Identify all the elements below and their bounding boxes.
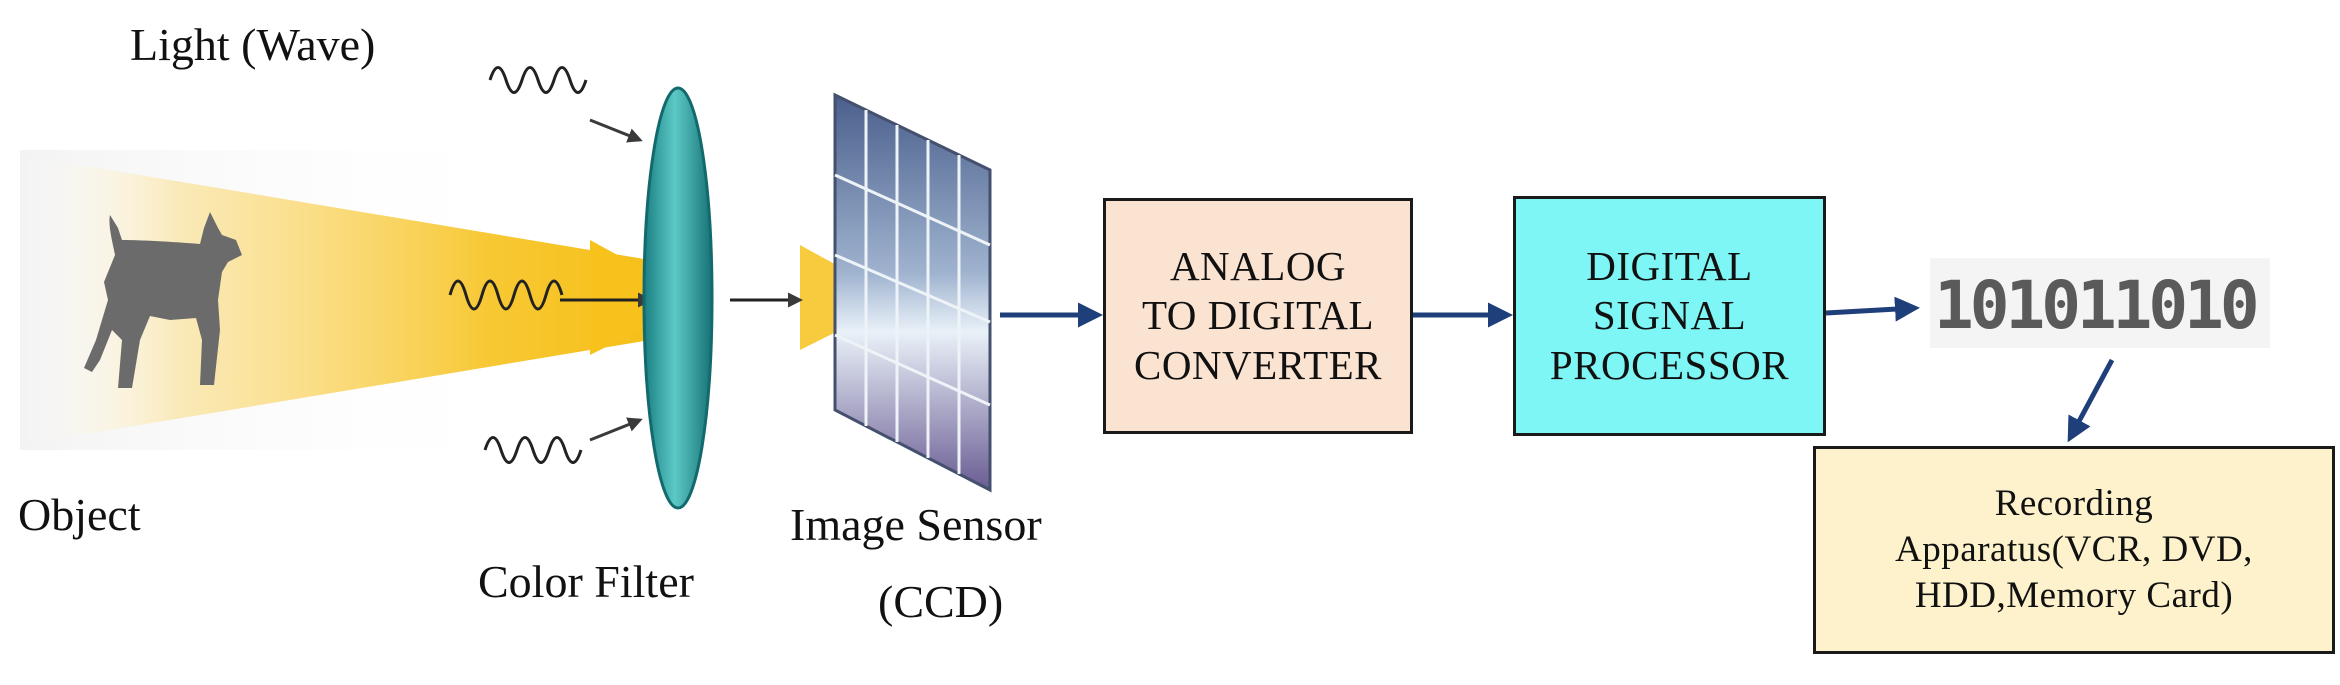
- wave-arrow-top: [589, 118, 643, 143]
- analog-to-digital-converter-box: ANALOG TO DIGITAL CONVERTER: [1103, 198, 1413, 434]
- light-wave-icon: [448, 66, 588, 464]
- digital-output-text: 101011010 1..: [1934, 267, 2270, 344]
- light-beam: [20, 155, 650, 445]
- recording-line-2: Apparatus(VCR, DVD,: [1895, 528, 2253, 570]
- recording-line-3: HDD,Memory Card): [1914, 575, 2234, 617]
- dsp-line-2: SIGNAL: [1592, 292, 1747, 339]
- light-wave-label: Light (Wave): [130, 19, 376, 70]
- dsp-to-output-arrow: [1825, 296, 1920, 322]
- adc-line-3: CONVERTER: [1133, 341, 1383, 388]
- lens-icon: [642, 86, 714, 510]
- recording-apparatus-box: Recording Apparatus(VCR, DVD, HDD,Memory…: [1813, 446, 2335, 654]
- ccd-grid-icon: [833, 92, 992, 493]
- dsp-line-3: PROCESSOR: [1549, 341, 1790, 388]
- wave-arrow-bottom: [589, 417, 643, 442]
- dog-silhouette-icon: [84, 212, 242, 388]
- output-to-recording-arrow: [2067, 358, 2115, 443]
- dsp-line-1: DIGITAL: [1586, 243, 1753, 290]
- recording-line-1: Recording: [1994, 482, 2154, 524]
- seven-segment-digits-icon: 101011010 1..: [1930, 258, 2270, 348]
- color-filter-label: Color Filter: [478, 556, 694, 607]
- image-sensor-label: Image Sensor: [790, 499, 1042, 550]
- object-label: Object: [18, 489, 141, 540]
- adc-line-1: ANALOG: [1169, 243, 1347, 290]
- digital-signal-processor-box: DIGITAL SIGNAL PROCESSOR: [1513, 196, 1826, 436]
- adc-line-2: TO DIGITAL: [1141, 292, 1375, 339]
- ccd-label: (CCD): [878, 576, 1004, 627]
